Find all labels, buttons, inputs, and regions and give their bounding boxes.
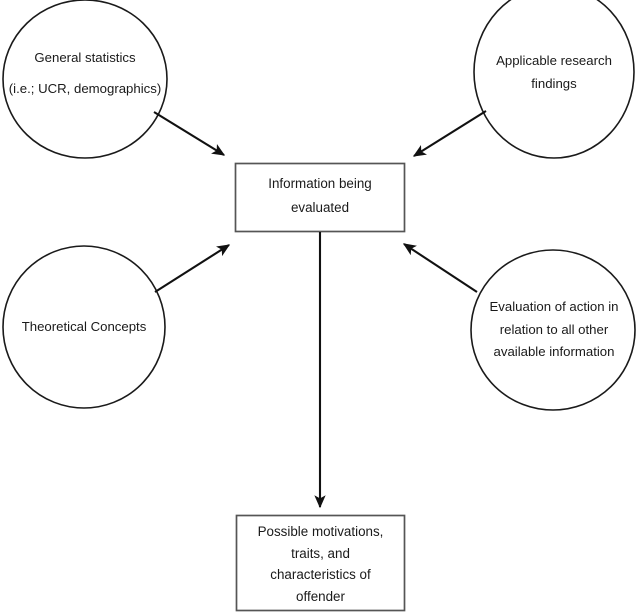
node-applicable-research[interactable] bbox=[473, 0, 635, 159]
node-evaluation-of-action[interactable] bbox=[470, 249, 636, 411]
node-information-being-evaluated[interactable] bbox=[234, 162, 406, 233]
arrow-general-statistics-to-information bbox=[153, 111, 226, 156]
node-general-statistics[interactable] bbox=[2, 0, 168, 159]
arrow-applicable-research-to-information bbox=[412, 110, 487, 157]
node-theoretical-concepts[interactable] bbox=[2, 245, 166, 409]
arrow-theoretical-concepts-to-information bbox=[154, 244, 231, 293]
arrow-evaluation-of-action-to-information bbox=[402, 243, 478, 293]
node-possible-motivations[interactable] bbox=[235, 514, 406, 612]
